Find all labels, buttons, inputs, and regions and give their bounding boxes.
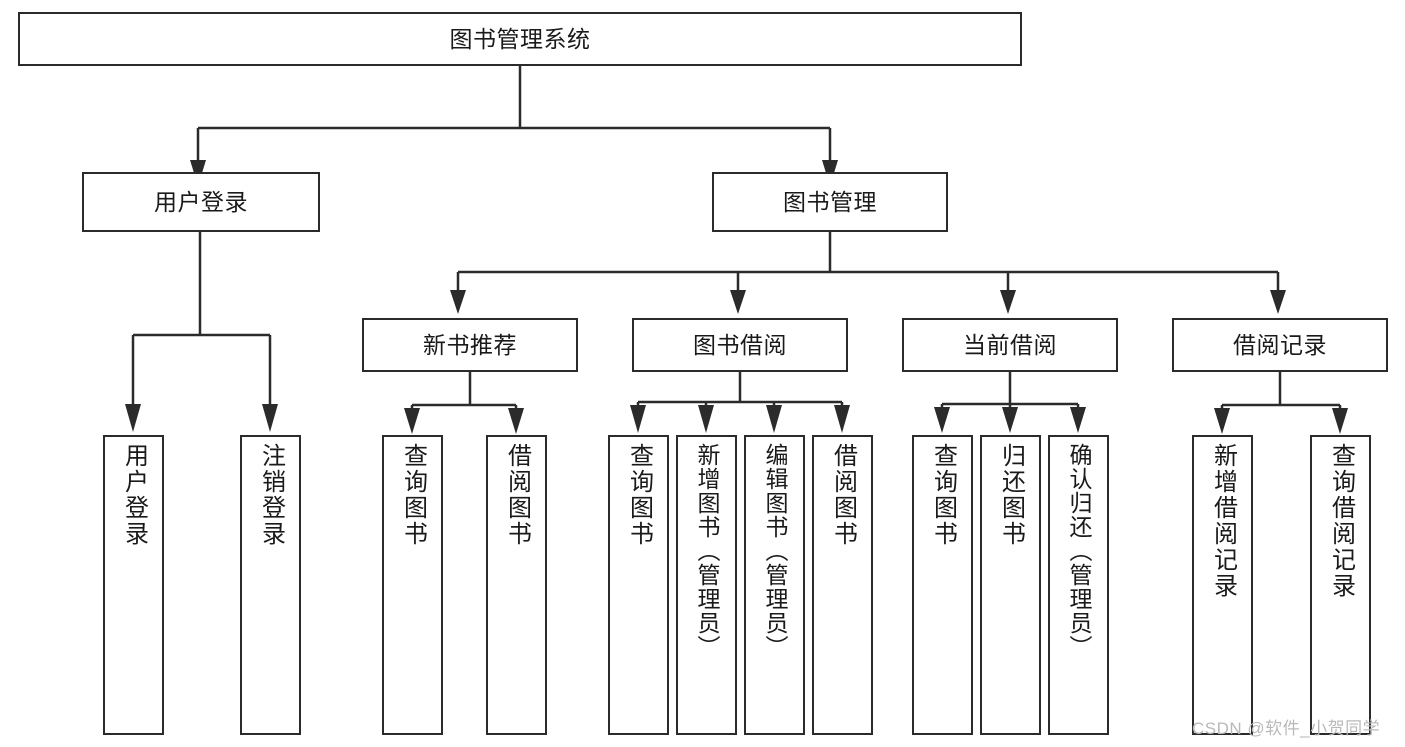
leaf-borrow-borrow-book[interactable]: 借阅图书 xyxy=(812,435,873,735)
node-book-borrow[interactable]: 图书借阅 xyxy=(632,318,848,372)
leaf-new-book-query[interactable]: 查询图书 xyxy=(382,435,443,735)
node-label: 确认归还（管理员） xyxy=(1066,443,1092,659)
node-label: 用户登录 xyxy=(120,443,148,547)
leaf-borrow-query-book[interactable]: 查询图书 xyxy=(608,435,669,735)
node-current-borrow[interactable]: 当前借阅 xyxy=(902,318,1118,372)
node-new-book-recommend[interactable]: 新书推荐 xyxy=(362,318,578,372)
node-label: 新增图书（管理员） xyxy=(694,443,720,659)
node-label: 图书管理系统 xyxy=(449,25,591,52)
csdn-watermark: CSDN @软件_小贺同学 xyxy=(1192,719,1381,738)
node-label: 编辑图书（管理员） xyxy=(762,443,788,659)
node-label: 当前借阅 xyxy=(963,331,1057,358)
node-user-login[interactable]: 用户登录 xyxy=(82,172,320,232)
node-label: 图书借阅 xyxy=(693,331,787,358)
node-label: 查询借阅记录 xyxy=(1327,443,1355,599)
node-label: 新增借阅记录 xyxy=(1209,443,1237,599)
node-label: 注销登录 xyxy=(257,443,285,547)
node-label: 借阅图书 xyxy=(503,443,531,547)
leaf-borrow-add-book-admin[interactable]: 新增图书（管理员） xyxy=(676,435,737,735)
node-label: 新书推荐 xyxy=(423,331,517,358)
node-borrow-record[interactable]: 借阅记录 xyxy=(1172,318,1388,372)
leaf-record-add-record[interactable]: 新增借阅记录 xyxy=(1192,435,1253,735)
node-label: 查询图书 xyxy=(625,443,653,547)
node-book-management[interactable]: 图书管理 xyxy=(712,172,948,232)
leaf-user-login-login[interactable]: 用户登录 xyxy=(103,435,164,735)
node-label: 查询图书 xyxy=(929,443,957,547)
node-label: 用户登录 xyxy=(154,188,248,215)
leaf-borrow-edit-book-admin[interactable]: 编辑图书（管理员） xyxy=(744,435,805,735)
node-root-book-management-system[interactable]: 图书管理系统 xyxy=(18,12,1022,66)
node-label: 查询图书 xyxy=(399,443,427,547)
node-label: 归还图书 xyxy=(997,443,1025,547)
leaf-current-query-book[interactable]: 查询图书 xyxy=(912,435,973,735)
leaf-current-confirm-return-admin[interactable]: 确认归还（管理员） xyxy=(1048,435,1109,735)
node-label: 借阅图书 xyxy=(829,443,857,547)
leaf-new-book-borrow[interactable]: 借阅图书 xyxy=(486,435,547,735)
leaf-current-return-book[interactable]: 归还图书 xyxy=(980,435,1041,735)
node-label: 图书管理 xyxy=(783,188,877,215)
leaf-record-query-record[interactable]: 查询借阅记录 xyxy=(1310,435,1371,735)
node-label: 借阅记录 xyxy=(1233,331,1327,358)
leaf-user-login-logout[interactable]: 注销登录 xyxy=(240,435,301,735)
